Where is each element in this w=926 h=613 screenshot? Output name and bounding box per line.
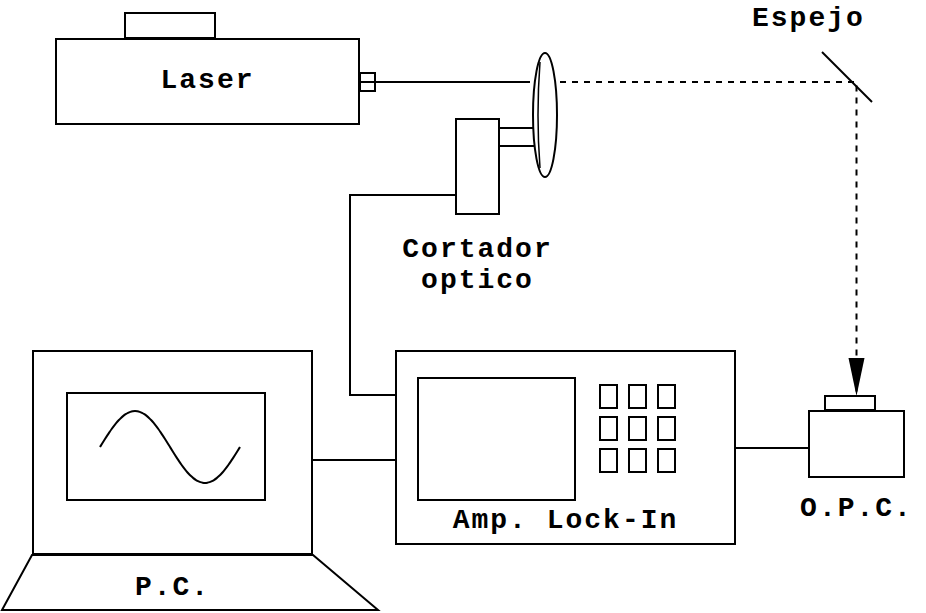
chopper-disc-edge: [538, 62, 540, 168]
detector-box: O.P.C.: [808, 410, 905, 478]
laser-box: Laser: [55, 38, 360, 125]
amp-button: [658, 449, 675, 472]
mirror-label: Espejo: [752, 4, 865, 35]
amp-button: [629, 417, 646, 440]
connector-segment: [560, 82, 857, 396]
sine-wave: [100, 411, 240, 483]
node-label: Cortador optico: [383, 235, 573, 297]
pc-keyboard: [2, 555, 378, 610]
mirror: [822, 52, 872, 102]
node-label: Amp. Lock-In: [397, 506, 734, 537]
amp-button: [629, 449, 646, 472]
node-label: O.P.C.: [782, 494, 926, 525]
connector-segment: [736, 447, 808, 449]
amp-button: [629, 385, 646, 408]
signal-wire: [736, 448, 808, 449]
pc-screen: [67, 393, 265, 500]
lock-in-amplifier: Amp. Lock-In: [395, 350, 736, 545]
amp-button: [600, 385, 617, 408]
detector-window: [825, 396, 875, 410]
chopper-shaft: [500, 145, 534, 147]
light-beam: [360, 82, 857, 396]
amp-button: [600, 449, 617, 472]
laser-top: [125, 13, 215, 38]
chopper-disc: [533, 53, 557, 177]
chopper-shaft: [500, 127, 534, 129]
amp-button: [658, 417, 675, 440]
connector-segment: [360, 81, 530, 83]
amp-button: [658, 385, 675, 408]
amp-screen: [418, 378, 575, 500]
signal-wire: [313, 460, 395, 461]
node-label: Laser: [160, 66, 254, 97]
amp-button: [600, 417, 617, 440]
chopper-housing: Cortador optico: [455, 118, 500, 215]
connector-segment: [313, 459, 395, 461]
computer: P.C.: [32, 350, 313, 555]
node-label: P.C.: [103, 573, 243, 604]
